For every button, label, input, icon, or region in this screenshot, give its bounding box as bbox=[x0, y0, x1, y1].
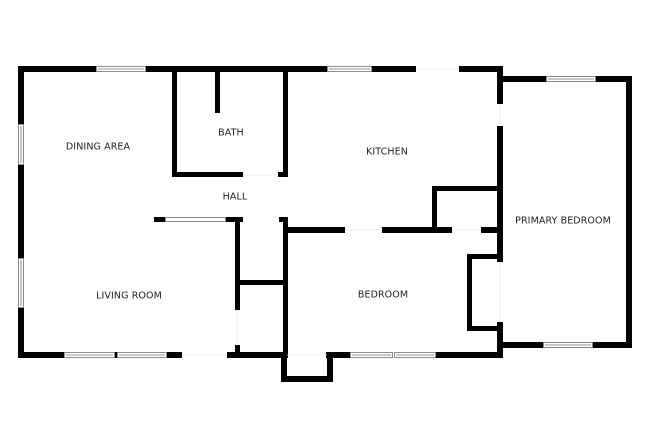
wall bbox=[467, 254, 500, 259]
wall bbox=[227, 352, 283, 358]
wall bbox=[235, 217, 240, 310]
wall bbox=[281, 376, 333, 382]
wall bbox=[497, 126, 503, 262]
room-label-kitchen: KITCHEN bbox=[366, 146, 408, 158]
wall bbox=[372, 66, 416, 72]
wall bbox=[432, 186, 500, 191]
wall bbox=[327, 352, 333, 382]
windows bbox=[18, 66, 596, 358]
room-label-primary-bedroom: PRIMARY BEDROOM bbox=[515, 215, 611, 227]
wall bbox=[167, 352, 182, 358]
wall bbox=[235, 280, 283, 285]
wall bbox=[481, 227, 500, 233]
window bbox=[165, 217, 226, 222]
wall bbox=[283, 66, 288, 177]
wall bbox=[459, 66, 503, 72]
wall bbox=[172, 66, 177, 177]
wall bbox=[626, 76, 632, 348]
room-label-bath: BATH bbox=[218, 127, 244, 139]
wall bbox=[596, 76, 632, 82]
wall bbox=[593, 342, 632, 348]
wall bbox=[497, 66, 503, 104]
wall bbox=[436, 352, 503, 358]
wall bbox=[467, 326, 500, 331]
wall bbox=[497, 322, 503, 358]
wall bbox=[115, 352, 117, 358]
wall bbox=[503, 342, 543, 348]
wall bbox=[235, 345, 240, 358]
wall bbox=[283, 217, 288, 358]
wall bbox=[215, 66, 220, 113]
room-label-hall: HALL bbox=[222, 191, 248, 203]
wall bbox=[172, 172, 243, 177]
wall bbox=[226, 217, 243, 222]
wall bbox=[154, 217, 165, 222]
wall bbox=[18, 352, 64, 358]
wall bbox=[18, 165, 24, 258]
wall bbox=[326, 352, 350, 358]
wall bbox=[146, 66, 327, 72]
wall bbox=[18, 308, 24, 358]
wall bbox=[18, 66, 24, 124]
wall bbox=[281, 352, 287, 382]
wall bbox=[382, 227, 452, 233]
room-label-living-room: LIVING ROOM bbox=[96, 290, 162, 302]
wall bbox=[467, 254, 472, 331]
wall bbox=[432, 186, 437, 233]
wall bbox=[503, 76, 546, 82]
room-label-bedroom: BEDROOM bbox=[357, 289, 409, 301]
walls bbox=[18, 66, 632, 382]
wall bbox=[283, 227, 345, 233]
room-label-dining-area: DINING AREA bbox=[65, 141, 131, 153]
door-openings bbox=[182, 68, 501, 356]
wall bbox=[18, 66, 96, 72]
